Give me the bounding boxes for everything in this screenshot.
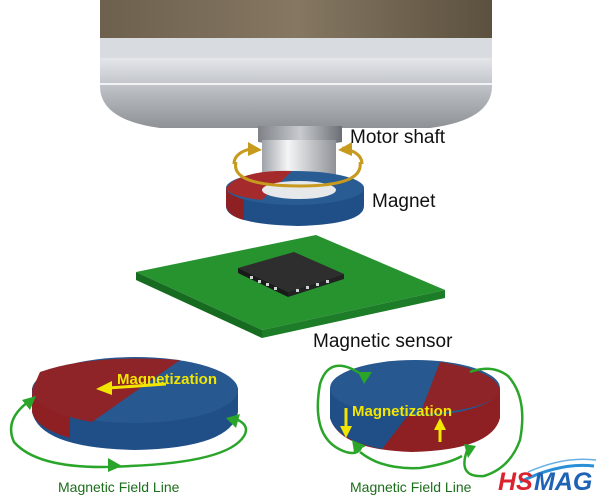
label-magnetic-sensor: Magnetic sensor: [313, 331, 453, 352]
left-magnetization-arrow-line: [107, 382, 167, 390]
hsmag-logo: HS MAG: [492, 468, 600, 498]
label-field-line-left: Magnetic Field Line: [58, 479, 180, 495]
right-disc-top-red: [420, 362, 500, 414]
label-magnetization-left: Magnetization: [117, 371, 217, 388]
left-field-line: [9, 396, 248, 472]
label-magnet: Magnet: [372, 191, 436, 212]
left-magnetization-arrowhead: [96, 381, 112, 395]
pcb-edge-right: [262, 290, 445, 338]
label-magnetization-right: Magnetization: [352, 403, 452, 420]
right-field-lines: [316, 364, 524, 478]
rotation-arc-front: [234, 161, 362, 188]
motor-flange-top: [100, 38, 492, 64]
motor: [100, 0, 492, 146]
right-magnetization-arrow-down: [340, 426, 352, 438]
rotation-arrowhead-left: [248, 142, 262, 156]
logo-swoosh: [519, 458, 597, 484]
chip-pins: [250, 276, 329, 292]
pcb: [136, 235, 445, 338]
sensor-chip-top: [238, 252, 344, 292]
label-motor-shaft: Motor shaft: [350, 127, 446, 148]
motor-flange: [100, 58, 492, 128]
pcb-edge-left: [136, 272, 262, 338]
label-field-line-right: Magnetic Field Line: [350, 479, 472, 495]
right-magnetization-arrow-up: [434, 418, 446, 430]
rotation-arrow: [232, 142, 364, 188]
logo-text-hs: HS: [498, 468, 533, 496]
left-magnet-disc: [32, 357, 238, 450]
motor-body: [100, 0, 492, 46]
right-magnet-disc: [330, 360, 500, 452]
rotation-arrowhead-right: [338, 142, 352, 156]
logo-text-mag: MAG: [534, 468, 593, 496]
